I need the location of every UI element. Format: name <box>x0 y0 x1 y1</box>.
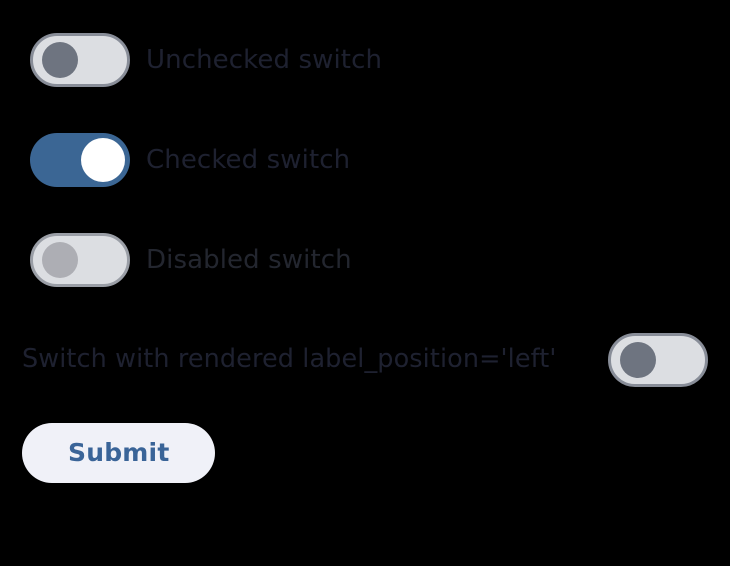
switch-row-left-label: Switch with rendered label_position='lef… <box>22 333 708 387</box>
switch-row-unchecked: Unchecked switch <box>30 33 382 87</box>
submit-button-container: Submit <box>22 423 216 483</box>
checked-switch[interactable] <box>30 133 130 187</box>
disabled-switch <box>30 233 130 287</box>
checked-switch-label: Checked switch <box>146 145 351 175</box>
disabled-switch-label: Disabled switch <box>146 245 352 275</box>
submit-button[interactable]: Submit <box>22 423 216 483</box>
switch-row-checked: Checked switch <box>30 133 350 187</box>
switch-thumb-icon <box>81 138 125 182</box>
switch-thumb-icon <box>620 342 656 378</box>
unchecked-switch-label: Unchecked switch <box>146 45 383 75</box>
switch-row-disabled: Disabled switch <box>30 233 352 287</box>
switch-thumb-icon <box>42 242 78 278</box>
left-label-switch-label: Switch with rendered label_position='lef… <box>22 344 557 375</box>
switch-thumb-icon <box>42 42 78 78</box>
left-label-switch[interactable] <box>608 333 708 387</box>
unchecked-switch[interactable] <box>30 33 130 87</box>
